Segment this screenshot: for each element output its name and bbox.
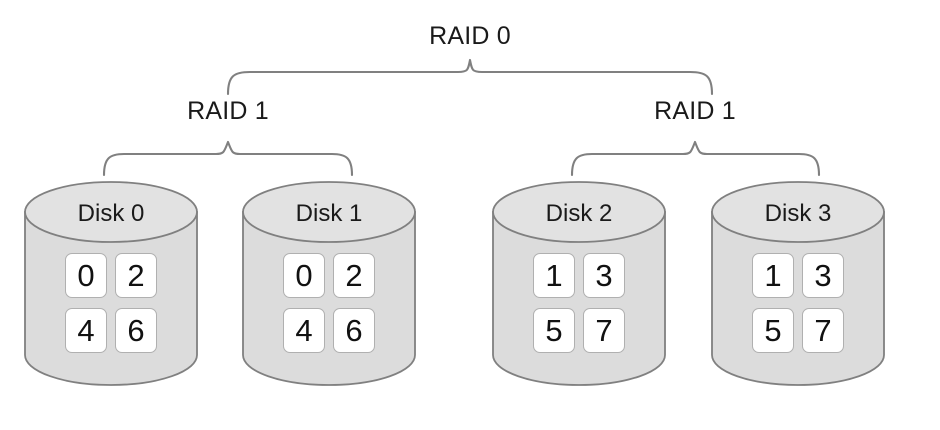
disk-1-block-2: 4 — [283, 308, 325, 353]
disk-3-block-3: 7 — [802, 308, 844, 353]
disk-2-block-2: 5 — [533, 308, 575, 353]
disk-3-title: Disk 3 — [764, 200, 832, 227]
disk-0-title: Disk 0 — [77, 200, 145, 227]
raid1-right-brace — [570, 140, 821, 177]
disk-0-lid — [24, 181, 198, 243]
disk-0-block-1: 2 — [115, 253, 157, 298]
raid1-label-right: RAID 1 — [654, 97, 736, 125]
disk-0-block-2: 4 — [65, 308, 107, 353]
disk-2-lid — [492, 181, 666, 243]
disk-2-block-1: 3 — [583, 253, 625, 298]
disk-0-block-0: 0 — [65, 253, 107, 298]
disk-3-block-2: 5 — [752, 308, 794, 353]
disk-1-title: Disk 1 — [295, 200, 363, 227]
disk-1-lid — [242, 181, 416, 243]
disk-2-block-3: 7 — [583, 308, 625, 353]
raid0-label: RAID 0 — [429, 22, 511, 50]
disk-1-block-0: 0 — [283, 253, 325, 298]
raid1-label-left: RAID 1 — [187, 97, 269, 125]
disk-3-block-1: 3 — [802, 253, 844, 298]
disk-2-block-0: 1 — [533, 253, 575, 298]
disk-0-block-3: 6 — [115, 308, 157, 353]
disk-1-block-1: 2 — [333, 253, 375, 298]
raid1-left-brace — [102, 140, 354, 177]
disk-1-block-3: 6 — [333, 308, 375, 353]
disk-3-block-0: 1 — [752, 253, 794, 298]
disk-2-title: Disk 2 — [545, 200, 613, 227]
raid0-brace — [226, 58, 714, 96]
disk-3-lid — [711, 181, 885, 243]
